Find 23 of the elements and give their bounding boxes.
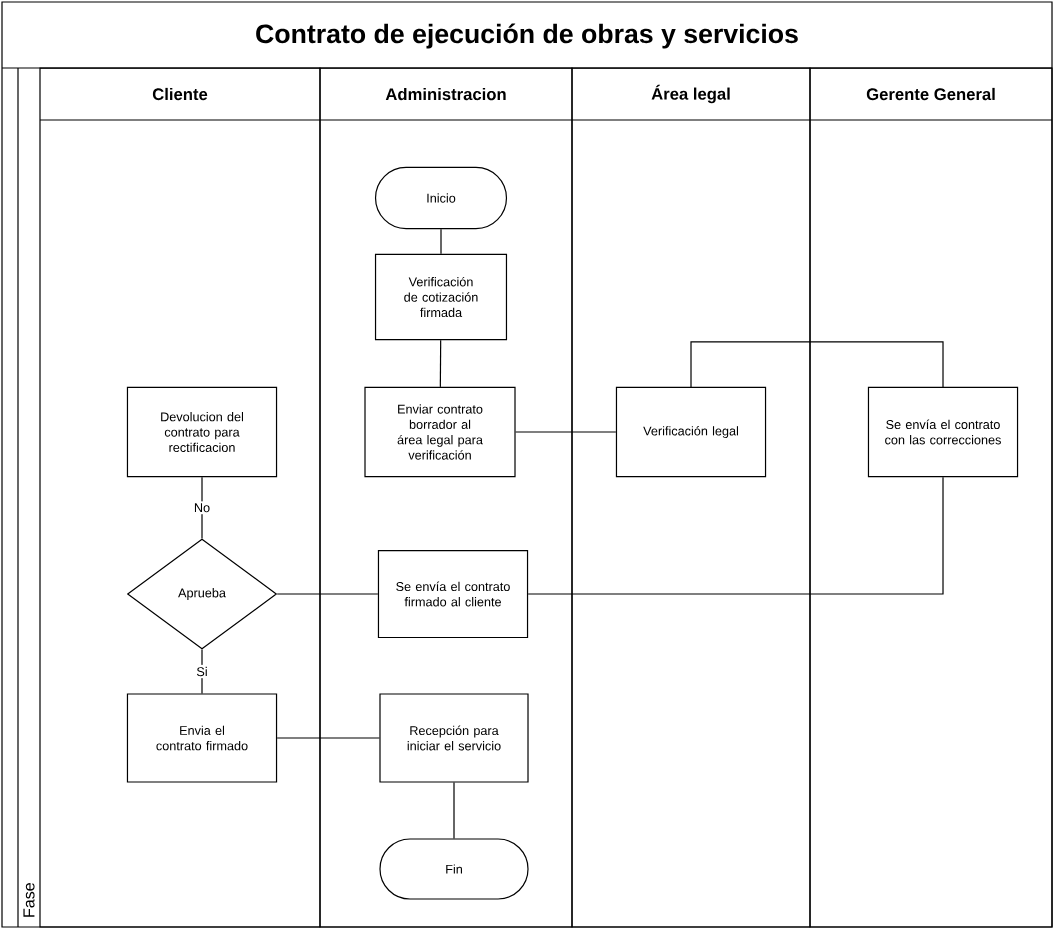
connector: [276, 593, 379, 595]
connector: [276, 737, 380, 739]
connector: [439, 339, 442, 388]
process-box: Devolucion del contrato para rectificacion: [126, 386, 278, 478]
title: Contrato de ejecución de obras y servicios: [256, 23, 798, 49]
connector: [690, 341, 944, 388]
process-box: Envia el contrato firmado: [126, 693, 278, 783]
terminator: Inicio: [374, 166, 508, 230]
terminator: Fin: [379, 838, 529, 900]
edge-label: Si: [194, 664, 210, 679]
phase-band: Fase: [17, 67, 35, 928]
process-box: Recepción para iniciar el servicio: [379, 693, 529, 783]
connector: [515, 431, 617, 433]
connector: [201, 476, 203, 539]
process-box: Verificación legal: [615, 386, 767, 478]
connector: [527, 476, 944, 595]
edge-label: No: [191, 501, 213, 515]
process-box: Verificación de cotización firmada: [374, 253, 508, 341]
process-box: Se envía el contrato con las correcciones: [867, 386, 1019, 478]
connector: [453, 782, 455, 839]
connector: [440, 228, 442, 255]
process-box: Enviar contrato borrador al área legal para verificación: [364, 386, 516, 478]
process-box: Se envía el contrato firmado al cliente: [377, 549, 529, 639]
